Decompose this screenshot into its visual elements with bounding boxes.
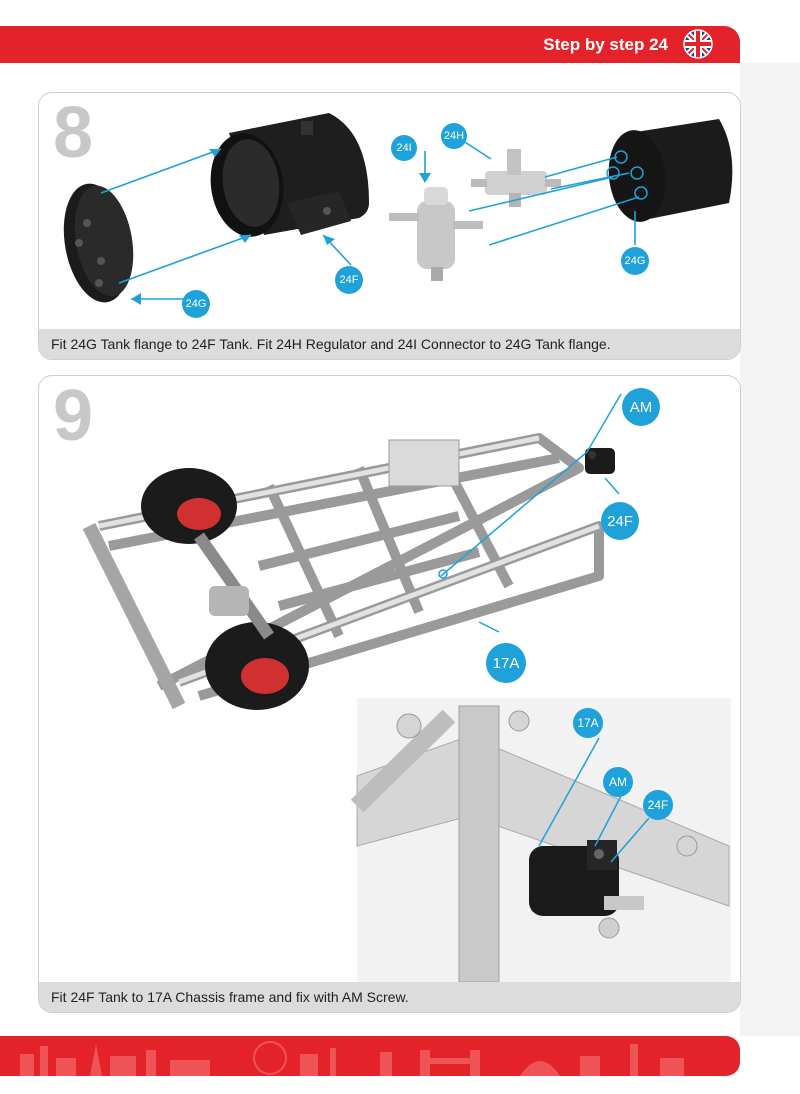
part-label-17a: 17A bbox=[486, 643, 526, 683]
page-title: Step by step 24 bbox=[543, 35, 668, 54]
step-8-caption: Fit 24G Tank flange to 24F Tank. Fit 24H… bbox=[39, 329, 740, 359]
assembly-arrows bbox=[100, 136, 640, 300]
step-number: 9 bbox=[53, 376, 94, 456]
small-tank-part bbox=[585, 448, 615, 474]
connector-part bbox=[389, 187, 483, 281]
tank-end-part bbox=[606, 119, 733, 222]
regulator-part bbox=[471, 149, 561, 207]
page-edge bbox=[740, 63, 800, 1036]
inset-label-24f: 24F bbox=[643, 790, 673, 820]
london-skyline-graphic bbox=[20, 1041, 684, 1076]
step-9-illustration bbox=[82, 393, 731, 982]
step-9-panel: 9 bbox=[38, 375, 741, 1013]
inset-label-am: AM bbox=[603, 767, 633, 797]
part-label-24h: 24H bbox=[441, 123, 467, 149]
part-label-24i: 24I bbox=[391, 135, 417, 161]
step-8-illustration bbox=[63, 113, 733, 305]
part-label-am: AM bbox=[622, 388, 660, 426]
step-number: 8 bbox=[53, 93, 94, 173]
inset-tank bbox=[529, 840, 644, 939]
step-9-caption: Fit 24F Tank to 17A Chassis frame and fi… bbox=[39, 982, 740, 1012]
part-label-24f: 24F bbox=[601, 502, 639, 540]
wheel-bottom bbox=[205, 622, 309, 710]
wheel-top bbox=[141, 468, 237, 544]
uk-flag-icon bbox=[683, 29, 713, 59]
step-8-panel: 8 bbox=[38, 92, 741, 360]
header-bar: Step by step 24 bbox=[0, 26, 740, 63]
detail-inset bbox=[350, 698, 731, 982]
part-label-24g-flange: 24G bbox=[621, 247, 649, 275]
tank-flange-part bbox=[63, 183, 134, 303]
inset-label-17a: 17A bbox=[573, 708, 603, 738]
part-label-24g: 24G bbox=[182, 290, 210, 318]
tank-part bbox=[210, 113, 369, 237]
part-label-24f: 24F bbox=[335, 266, 363, 294]
footer-bar bbox=[0, 1036, 740, 1076]
